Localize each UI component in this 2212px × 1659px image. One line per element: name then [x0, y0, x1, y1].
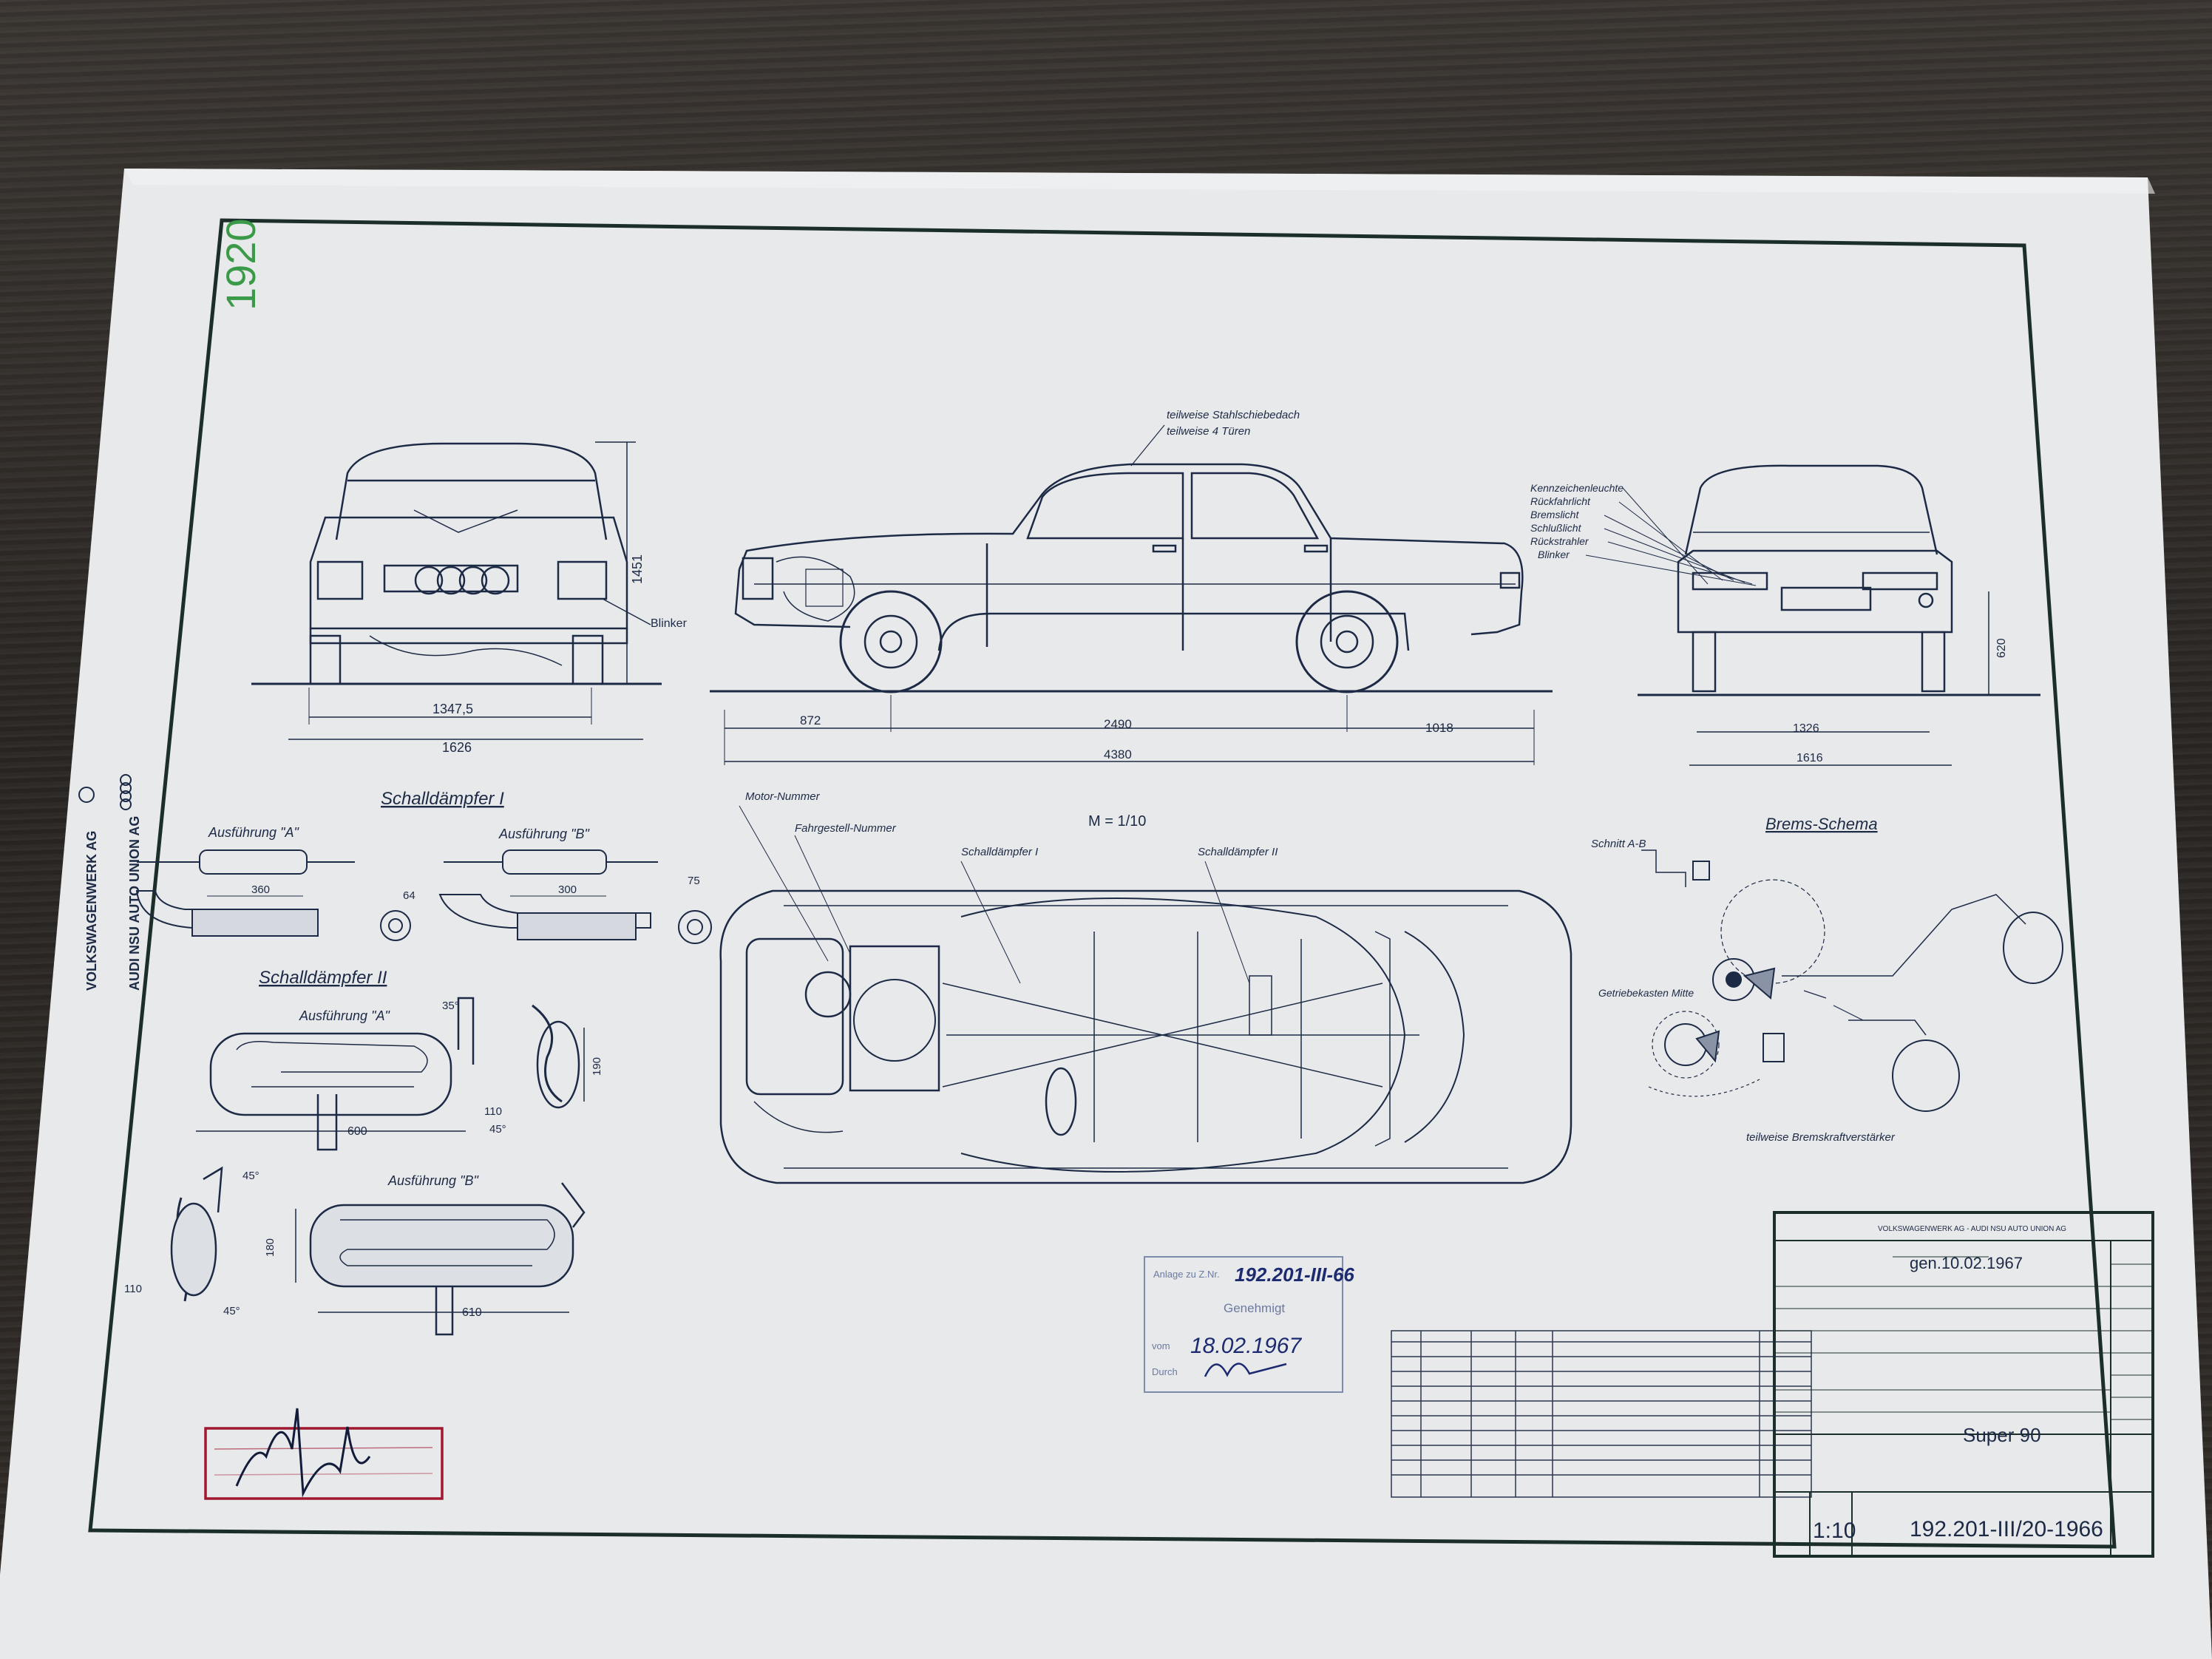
stamp-line-4: Durch: [1152, 1366, 1178, 1377]
muffler-2a-variant: Ausführung "A": [299, 1008, 390, 1023]
brake-section-label: Schnitt A-B: [1591, 838, 1646, 850]
muffler-2b-dim-angle-1: 45°: [242, 1170, 259, 1182]
muffler-2b-dim-height: 180: [264, 1238, 276, 1257]
rear-callout-5: Blinker: [1538, 549, 1570, 560]
audi-rings-icon: [120, 774, 132, 810]
side-dim-wheelbase: 2490: [1104, 717, 1132, 731]
muffler-1a-variant: Ausführung "A": [208, 825, 299, 840]
rear-callout-3: Schlußlicht: [1530, 522, 1582, 534]
muffler-1b-dim-length: 300: [558, 883, 577, 896]
rear-dim-height: 620: [1995, 638, 2008, 658]
front-blinker-label: Blinker: [651, 617, 688, 630]
front-dim-track: 1347,5: [432, 702, 473, 716]
title-gen-date: gen.10.02.1967: [1910, 1254, 2023, 1272]
drawing-frame: [88, 218, 2117, 1549]
muffler-2b-variant: Ausführung "B": [387, 1173, 479, 1188]
muffler-2a-dim-190: 190: [591, 1057, 603, 1076]
brake-gearbox-label: Getriebekasten Mitte: [1598, 987, 1694, 999]
front-dim-height: 1451: [630, 554, 645, 584]
muffler-2-title: Schalldämpfer II: [259, 968, 387, 988]
muffler-2b-dim-110: 110: [124, 1283, 142, 1295]
brake-title: Brems-Schema: [1765, 815, 1878, 833]
rear-callout-1: Rückfahrlicht: [1530, 495, 1591, 507]
muffler-2b-dim-angle-2: 45°: [223, 1305, 240, 1317]
rear-callout-4: Rückstrahler: [1530, 535, 1590, 547]
plan-label-muffler-2: Schalldämpfer II: [1198, 846, 1278, 858]
muffler-2a-drawing: [196, 997, 585, 1151]
muffler-2a-dim-length: 600: [347, 1125, 367, 1138]
muffler-2a-dim-110: 110: [484, 1105, 502, 1118]
front-view-drawing: [251, 441, 662, 740]
muffler-2a-dim-angle: 35°: [442, 1000, 459, 1012]
rear-callout-2: Bremslicht: [1530, 509, 1579, 520]
stamp-line-1: Anlage zu Z.Nr.: [1153, 1269, 1220, 1280]
brake-diagram: [1641, 849, 2063, 1112]
vw-logo-icon: [78, 787, 95, 803]
muffler-1b-dim-dia: 75: [688, 875, 700, 887]
approval-stamp: Anlage zu Z.Nr. 192.201-III-66 Genehmigt…: [1144, 1256, 1354, 1393]
plan-label-chassis-number: Fahrgestell-Nummer: [795, 822, 897, 835]
rear-callout-0: Kennzeichenleuchte: [1530, 482, 1624, 494]
title-scale: 1:10: [1813, 1519, 1856, 1543]
revision-table: [1391, 1330, 1812, 1498]
side-dim-front-overhang: 872: [800, 713, 821, 727]
muffler-2b-dim-length: 610: [462, 1306, 482, 1319]
plan-label-muffler-1: Schalldämpfer I: [961, 846, 1038, 858]
rear-dim-track: 1326: [1793, 722, 1819, 735]
title-vehicle: Super 90: [1963, 1424, 2041, 1446]
stamp-number: 192.201-III-66: [1235, 1263, 1354, 1286]
muffler-1-title: Schalldämpfer I: [381, 789, 504, 809]
muffler-1-drawings: [135, 849, 712, 944]
stamp-line-3: vom: [1152, 1340, 1170, 1351]
paper-sheet: [0, 169, 2212, 1659]
stamp-line-2: Genehmigt: [1224, 1301, 1285, 1315]
publisher-line-1: VOLKSWAGENWERK AG: [84, 831, 99, 991]
publisher-text: VOLKSWAGENWERK AG AUDI NSU AUTO UNION AG: [84, 816, 142, 991]
plan-view-drawing: [719, 805, 1573, 1184]
side-dim-rear-overhang: 1018: [1425, 721, 1453, 735]
muffler-2a-dim-45: 45°: [489, 1123, 506, 1136]
muffler-1b-variant: Ausführung "B": [498, 827, 590, 841]
rear-dim-width: 1616: [1797, 752, 1823, 764]
brake-booster-label: teilweise Bremskraftverstärker: [1746, 1131, 1896, 1144]
red-approval-stamp: [204, 1408, 444, 1500]
side-view-drawing: [710, 463, 1553, 765]
rear-view-drawing: [1638, 464, 2040, 766]
muffler-1a-dim-length: 360: [251, 883, 270, 896]
rear-callouts: Kennzeichenleuchte Rückfahrlicht Bremsli…: [1530, 482, 1757, 586]
handwritten-signature: [235, 1408, 371, 1498]
side-dim-length: 4380: [1104, 747, 1132, 761]
side-callout-sunroof: teilweise Stahlschiebedach: [1167, 409, 1300, 421]
plan-label-engine-number: Motor-Nummer: [745, 790, 821, 803]
stamp-date: 18.02.1967: [1190, 1334, 1302, 1358]
publisher-line-2: AUDI NSU AUTO UNION AG: [127, 816, 142, 991]
plan-scale: M = 1/10: [1088, 813, 1146, 830]
muffler-1a-dim-dia: 64: [403, 889, 415, 902]
sheet-number: 1920: [217, 218, 264, 311]
publisher-logos: [78, 774, 132, 810]
side-callout-doors: teilweise 4 Türen: [1167, 425, 1250, 438]
front-dim-width: 1626: [442, 740, 472, 755]
muffler-2b-drawing: [170, 1166, 586, 1336]
title-company: VOLKSWAGENWERK AG - AUDI NSU AUTO UNION …: [1878, 1225, 2066, 1233]
title-block: [1773, 1211, 2154, 1558]
title-drawing-number: 192.201-III/20-1966: [1910, 1517, 2103, 1541]
